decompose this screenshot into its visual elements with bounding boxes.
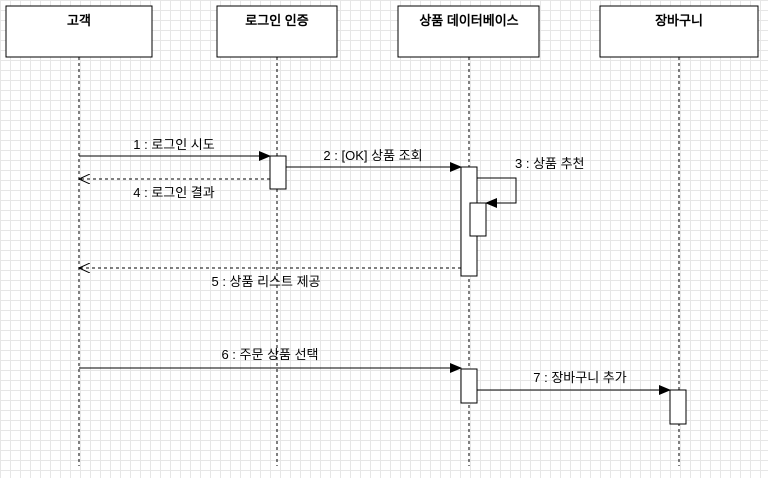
activation-productdb-2: [460, 368, 478, 404]
activation-cart: [669, 389, 687, 425]
activation-login: [269, 155, 287, 190]
participant-productdb[interactable]: 상품 데이터베이스: [397, 5, 540, 58]
message-arrow-3[interactable]: [477, 177, 517, 208]
participant-login-label: 로그인 인증: [245, 13, 308, 28]
participant-customer[interactable]: 고객: [5, 5, 153, 58]
participant-login[interactable]: 로그인 인증: [216, 5, 338, 58]
participant-cart-label: 장바구니: [655, 13, 703, 28]
message-label-2: 2 : [OK] 상품 조회: [323, 148, 422, 163]
participant-productdb-label: 상품 데이터베이스: [419, 13, 518, 28]
message-label-4: 4 : 로그인 결과: [133, 185, 215, 200]
message-label-6: 6 : 주문 상품 선택: [221, 347, 318, 362]
participant-customer-label: 고객: [67, 13, 91, 28]
message-label-7: 7 : 장바구니 추가: [533, 370, 626, 385]
participant-cart[interactable]: 장바구니: [599, 5, 759, 58]
activation-productdb-self: [469, 202, 487, 237]
message-label-1: 1 : 로그인 시도: [133, 137, 215, 152]
message-label-3: 3 : 상품 추천: [515, 156, 585, 171]
message-label-5: 5 : 상품 리스트 제공: [211, 274, 320, 289]
